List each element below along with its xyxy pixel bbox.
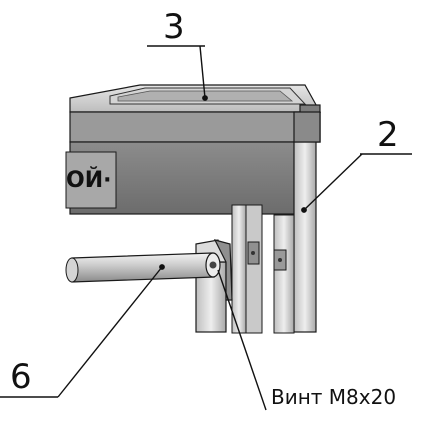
crossbar-tube <box>65 252 221 283</box>
top-frame <box>69 84 322 143</box>
callout-part-2: 2 <box>377 115 399 155</box>
screw-hole <box>209 261 217 269</box>
leg-back-right <box>273 214 295 334</box>
leg-back-left <box>231 204 263 334</box>
callout-part-6: 6 <box>10 357 32 397</box>
callout-screw: Винт М8х20 <box>271 385 397 409</box>
callout-part-3: 3 <box>163 7 185 47</box>
panel-label: ОЙ· <box>66 168 112 193</box>
leader-lines <box>0 45 412 411</box>
leg-right <box>293 111 321 333</box>
front-panel <box>65 141 296 215</box>
